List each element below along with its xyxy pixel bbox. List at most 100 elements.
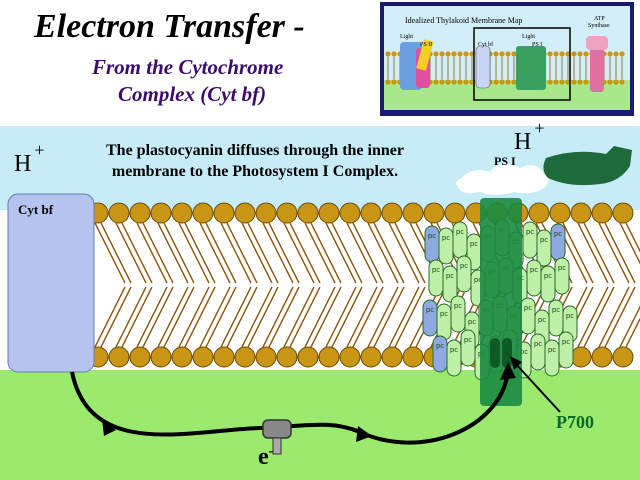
inset-lipid-head-upper (391, 51, 397, 57)
lipid-head-upper (171, 202, 193, 224)
lipid-tail-upper (226, 222, 258, 284)
lipid-tail-lower (352, 286, 384, 348)
electron-charge: - (268, 444, 274, 459)
lipid-head-upper (339, 202, 361, 224)
inset-lipid-head-lower (499, 79, 505, 85)
lipid-head-lower (150, 346, 172, 368)
ps1-subunit-label: pc (544, 272, 552, 280)
p700-pigment-b (502, 338, 512, 368)
lipid-head-upper (612, 202, 634, 224)
inset-ps-i-label: PS I (532, 42, 543, 48)
ps1-subunit: pc (452, 221, 468, 259)
lipid-tail-upper (388, 222, 420, 284)
ps1-subunit: pc (550, 223, 566, 261)
p700-label: P700 (556, 412, 594, 432)
lipid-tail-lower (325, 286, 357, 348)
lipid-tail-lower (226, 286, 258, 348)
ps1-subunit: pc (558, 331, 574, 369)
ps1-subunit-label: pc (442, 234, 450, 242)
ps1-subunit-label: pc (562, 338, 570, 346)
lipid-tail-lower (598, 286, 630, 348)
ps1-subunit-body (456, 255, 472, 293)
lipid-tail-lower (163, 286, 195, 348)
lipid-head-lower (339, 346, 361, 368)
inset-lipid-head-lower (391, 79, 397, 85)
ps1-subunit-label: pc (524, 304, 532, 312)
lipid-head-lower (213, 346, 235, 368)
lipid-head-lower (171, 346, 193, 368)
inset-lipid-head-upper (385, 51, 391, 57)
inset-light-2: Light (522, 34, 535, 40)
lipid-tail-upper (346, 222, 378, 284)
inset-synthase-label: Synthase (588, 23, 610, 29)
ps1-subunit-body (554, 257, 570, 295)
ps1-subunit: pc (522, 221, 538, 259)
cyt-bf-complex (7, 193, 95, 373)
inset-lipid-head-lower (607, 79, 613, 85)
inset-lipid-head-upper (445, 51, 451, 57)
ps1-subunit: pc (422, 299, 438, 337)
electron-path-arrow (70, 371, 510, 445)
ps1-subunit: pc (540, 265, 556, 303)
inset-lipid-head-upper (547, 51, 553, 57)
ps1-subunit: pc (438, 227, 454, 265)
plastocyanin-stem (272, 437, 282, 455)
lipid-tail-lower (142, 286, 174, 348)
lipid-tail-lower (619, 305, 640, 348)
lipid-tail-upper (262, 222, 294, 284)
inset-atp-head (586, 36, 608, 50)
lipid-tail-upper (157, 222, 189, 284)
lipid-tail-lower (577, 286, 609, 348)
arrowhead-2 (356, 426, 372, 442)
lipid-tail-upper (184, 222, 216, 284)
electron-letter: e (258, 444, 269, 470)
ps1-subunit: pc (456, 255, 472, 293)
lipid-head-upper (423, 202, 445, 224)
lipid-head-lower (255, 346, 277, 368)
inset-lipid-head-upper (505, 51, 511, 57)
lipid-tail-lower (241, 286, 273, 348)
lipid-tail-lower (262, 286, 294, 348)
lipid-tail-upper (115, 222, 147, 284)
page-title: Electron Transfer - (34, 8, 305, 45)
inset-lipid-head-lower (583, 79, 589, 85)
electron-label: e- (258, 444, 273, 471)
lipid-head-upper (192, 202, 214, 224)
h-plus-left: H+ (14, 140, 45, 178)
inset-cyt-bf-label: Cyt bf (478, 42, 494, 48)
ps1-subunit: pc (526, 259, 542, 297)
inset-lipid-head-upper (493, 51, 499, 57)
ps1-subunit-label: pc (554, 230, 562, 238)
inset-cytbf (475, 45, 491, 89)
lipid-head-upper (591, 202, 613, 224)
lipid-head-upper (276, 202, 298, 224)
inset-lipid-head-lower (571, 79, 577, 85)
inset-lipid-head-upper (511, 51, 517, 57)
inset-lipid-head-lower (457, 79, 463, 85)
lipid-tail-lower (268, 286, 300, 348)
ps1-subunit-label: pc (530, 266, 538, 274)
lipid-tail-upper (373, 222, 405, 284)
lipid-head-upper (402, 202, 424, 224)
ps1-subunit-label: pc (534, 340, 542, 348)
ps1-subunit: pc (424, 225, 440, 263)
ps1-subunit: pc (460, 329, 476, 367)
lipid-head-upper (297, 202, 319, 224)
ps1-subunit: pc (432, 335, 448, 373)
subtitle-line-2: Complex (Cyt bf) (118, 82, 267, 106)
lipid-tail-lower (283, 286, 315, 348)
lipid-head-lower (276, 346, 298, 368)
ferredoxin-shape (543, 146, 632, 186)
lipid-tail-upper (100, 222, 132, 284)
ps1-subunit-label: pc (470, 240, 478, 248)
lipid-head-lower (570, 346, 592, 368)
h-plus-right-letter: H (514, 129, 532, 155)
inset-atp-synthase (590, 44, 604, 92)
lipid-tail-lower (346, 286, 378, 348)
inset-lipid-head-lower (433, 79, 439, 85)
ps1-subunit-label: pc (446, 272, 454, 280)
lipid-tail-lower (184, 286, 216, 348)
lipid-tail-lower (304, 286, 336, 348)
lipid-tail-upper (199, 222, 231, 284)
